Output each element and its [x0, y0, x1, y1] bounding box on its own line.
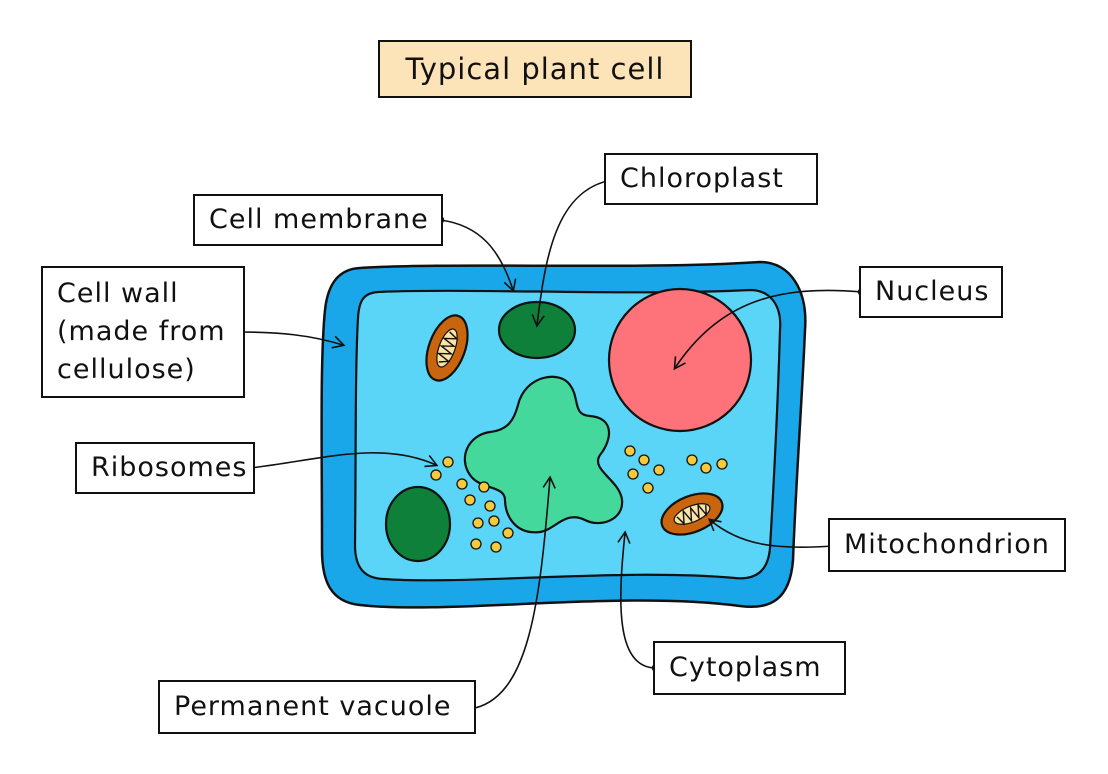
ribosome — [502, 527, 514, 539]
leader-line-ribosomes — [249, 452, 439, 469]
ribosome — [478, 481, 490, 493]
label-cell-wall-line-1: Cell wall — [57, 278, 179, 309]
label-permanent-vacuole: Permanent vacuole — [158, 680, 476, 734]
ribosome — [638, 454, 650, 466]
ribosome — [624, 445, 636, 457]
label-nucleus: Nucleus — [859, 266, 1003, 318]
ribosome — [484, 500, 496, 512]
ribosome — [472, 517, 484, 529]
ribosome — [716, 458, 728, 470]
leader-line-chloroplast — [531, 179, 613, 328]
label-cell-membrane: Cell membrane — [193, 194, 443, 246]
label-cell-wall: Cell wall (made from cellulose) — [41, 266, 245, 398]
label-mitochondrion: Mitochondrion — [828, 518, 1066, 572]
ribosome — [470, 538, 482, 550]
ribosome — [627, 468, 639, 480]
ribosome — [488, 515, 500, 527]
ribosome-group — [430, 445, 728, 553]
ribosome — [686, 454, 698, 466]
diagram-title: Typical plant cell — [378, 40, 692, 98]
label-cell-wall-line-3: cellulose) — [57, 354, 196, 385]
leader-line-vacuole — [469, 475, 556, 710]
leader-line-cell-membrane — [439, 219, 517, 293]
mitochondrion-organelle — [660, 492, 724, 536]
ribosome — [442, 456, 454, 468]
leader-line-mitochondrion — [707, 518, 834, 548]
vacuole-organelle — [463, 375, 624, 534]
label-cytoplasm: Cytoplasm — [653, 641, 846, 695]
label-ribosomes: Ribosomes — [75, 442, 255, 494]
leader-line-cytoplasm — [617, 530, 657, 669]
ribosome — [490, 541, 502, 553]
leader-line-cell-wall — [237, 331, 346, 349]
leader-line-nucleus — [673, 289, 863, 371]
ribosome — [464, 494, 476, 506]
chloroplast-organelle — [384, 485, 452, 563]
ribosome — [653, 464, 665, 476]
ribosome — [642, 482, 654, 494]
chloroplast-organelle — [497, 300, 577, 360]
ribosome — [456, 478, 468, 490]
label-chloroplast: Chloroplast — [604, 153, 818, 205]
mitochondrion-organelle — [425, 314, 469, 382]
label-cell-wall-line-2: (made from — [57, 316, 226, 347]
ribosome — [430, 469, 442, 481]
ribosome — [700, 462, 712, 474]
